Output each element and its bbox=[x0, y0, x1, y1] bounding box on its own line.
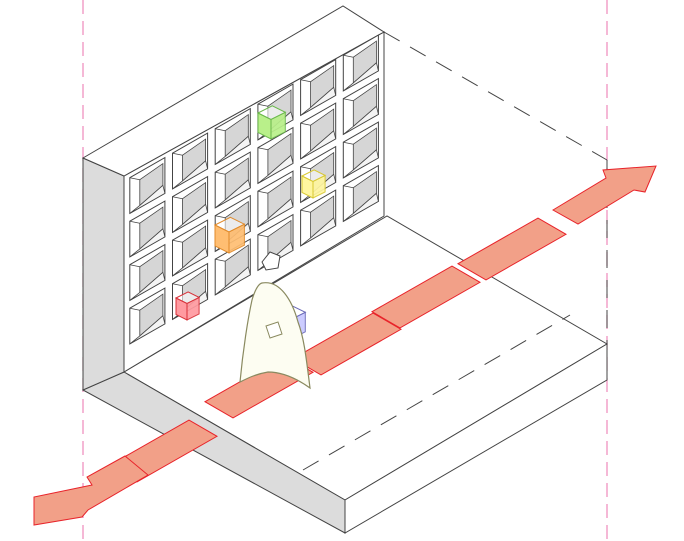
shelf-cell bbox=[172, 175, 209, 234]
shelf-cell bbox=[214, 238, 251, 296]
shelf-cell bbox=[214, 151, 251, 209]
shelf-cell bbox=[300, 58, 337, 117]
floor-dashed-edge bbox=[302, 314, 571, 471]
shelf-cell bbox=[214, 107, 251, 166]
shelf-cell bbox=[342, 164, 379, 223]
shelf-cell bbox=[300, 102, 337, 160]
green-box bbox=[256, 105, 287, 140]
wall-top bbox=[81, 5, 385, 177]
shelf-object-outline bbox=[261, 251, 281, 271]
walkway-segment bbox=[370, 265, 482, 329]
shelf-cell bbox=[342, 34, 379, 92]
wall-side bbox=[82, 157, 125, 391]
shelf-cell bbox=[129, 243, 166, 302]
walkway-arrow-right bbox=[552, 165, 657, 225]
shelf-cell bbox=[129, 156, 166, 215]
orange-box bbox=[213, 216, 246, 254]
shelf-cells bbox=[129, 34, 379, 345]
ghost-figure bbox=[239, 282, 311, 390]
yellow-box bbox=[300, 169, 327, 199]
shelf-cell bbox=[129, 200, 166, 258]
walkway-arrow-left bbox=[33, 455, 149, 526]
floor-slab bbox=[81, 215, 608, 534]
shelf-cell bbox=[300, 189, 337, 247]
red-box bbox=[174, 291, 201, 321]
shelf-cell bbox=[342, 77, 379, 136]
figure-hand-box bbox=[265, 321, 283, 339]
shelf-cell bbox=[342, 121, 379, 179]
shelf-cell bbox=[172, 219, 209, 277]
shelf-cell bbox=[129, 287, 166, 345]
walkway-segment bbox=[291, 312, 403, 376]
walkway-segment bbox=[456, 217, 568, 281]
shelf-cell bbox=[172, 132, 209, 190]
shelf-cell bbox=[257, 170, 294, 228]
dashed-box-top bbox=[383, 31, 608, 161]
shelf-cell bbox=[257, 126, 294, 185]
